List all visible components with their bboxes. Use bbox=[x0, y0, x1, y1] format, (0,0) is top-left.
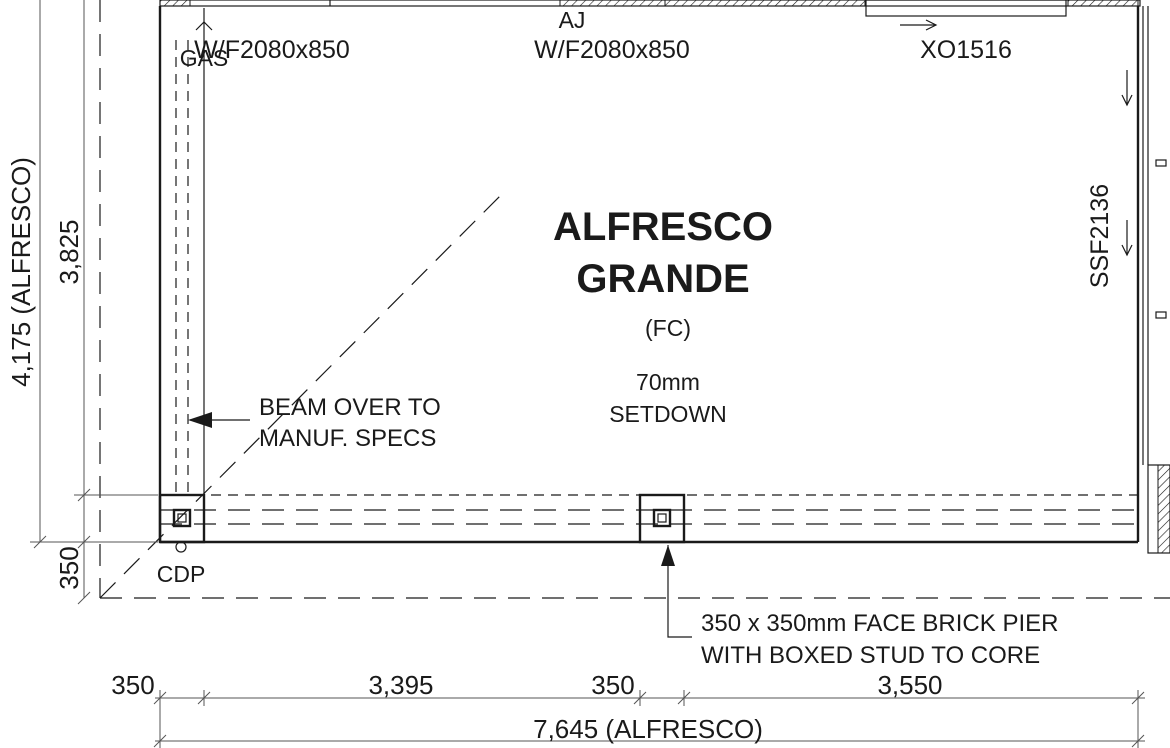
brick-pier-left bbox=[158, 493, 206, 544]
gas-label: GAS bbox=[180, 45, 229, 71]
cdp-label: CDP bbox=[157, 561, 206, 587]
setdown-label: SETDOWN bbox=[609, 401, 727, 427]
room-name-line2: GRANDE bbox=[576, 257, 749, 301]
pier-note-leader bbox=[661, 545, 692, 638]
pier-note-line2: WITH BOXED STUD TO CORE bbox=[701, 642, 1040, 669]
left-window-label: W/F2080x850 bbox=[194, 36, 350, 64]
vertical-main-dimension: 3,825 bbox=[54, 219, 84, 284]
h-total-dimension: 7,645 (ALFRESCO) bbox=[533, 714, 763, 744]
cdp-symbol bbox=[175, 541, 187, 553]
beam-note-line2: MANUF. SPECS bbox=[259, 425, 436, 452]
beam-note-leader bbox=[188, 412, 250, 428]
beam-note-line1: BEAM OVER TO bbox=[259, 394, 441, 421]
vertical-small-dimension: 350 bbox=[54, 546, 84, 589]
right-wall bbox=[1136, 6, 1170, 554]
left-wall bbox=[158, 6, 213, 542]
h-left-dimension: 350 bbox=[111, 670, 154, 700]
setdown-value: 70mm bbox=[636, 369, 700, 395]
horizontal-dimensions bbox=[153, 690, 1145, 748]
pier-note-line1: 350 x 350mm FACE BRICK PIER bbox=[701, 610, 1058, 637]
center-window-label: W/F2080x850 bbox=[534, 36, 690, 64]
center-opening-tag: AJ bbox=[559, 7, 586, 33]
h-span1-dimension: 3,395 bbox=[368, 670, 433, 700]
room-finish: (FC) bbox=[645, 315, 691, 341]
right-door-label: XO1516 bbox=[920, 36, 1012, 64]
side-door-label: SSF2136 bbox=[1086, 184, 1114, 288]
room-name-line1: ALFRESCO bbox=[553, 205, 773, 249]
vertical-total-dimension: 4,175 (ALFRESCO) bbox=[6, 157, 36, 387]
vertical-dimensions bbox=[30, 0, 158, 605]
brick-pier-center bbox=[638, 493, 686, 544]
top-wall bbox=[159, 0, 1141, 17]
h-mid-dimension: 350 bbox=[591, 670, 634, 700]
door-arrows bbox=[900, 19, 1133, 257]
h-span2-dimension: 3,550 bbox=[877, 670, 942, 700]
slab-outline bbox=[99, 0, 1170, 599]
bottom-beam bbox=[160, 494, 1138, 544]
